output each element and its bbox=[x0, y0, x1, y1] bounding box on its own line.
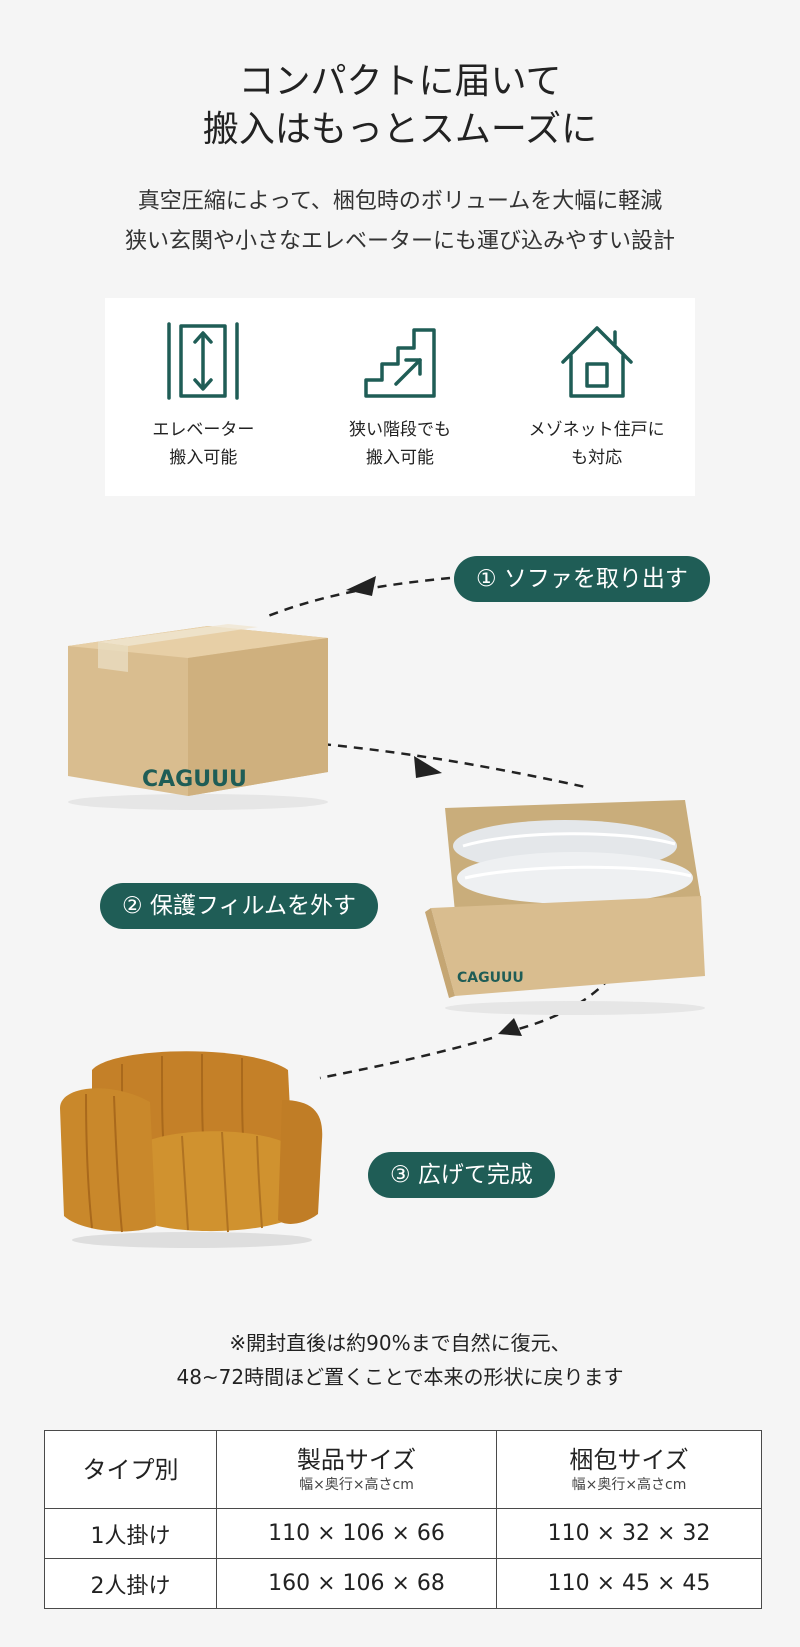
row-2-package-size: 110 × 45 × 45 bbox=[496, 1558, 762, 1609]
house-icon bbox=[560, 326, 633, 398]
headline-line-2: 搬入はもっとスムーズに bbox=[202, 109, 598, 150]
stairs-icon bbox=[364, 328, 436, 398]
header-package-size: 梱包サイズ 幅×奥行×高さcm bbox=[496, 1430, 762, 1509]
row-1-product-size: 110 × 106 × 66 bbox=[216, 1508, 497, 1559]
feature-elevator-line-2: 搬入可能 bbox=[169, 448, 238, 468]
closed-box-logo: CAGUUU bbox=[142, 767, 247, 792]
open-box-logo: CAGUUU bbox=[457, 970, 524, 986]
size-table-header-row: タイプ別 製品サイズ 幅×奥行×高さcm 梱包サイズ 幅×奥行×高さcm bbox=[44, 1430, 762, 1509]
feature-stairs-line-1: 狭い階段でも bbox=[348, 420, 451, 440]
header-package-label: 梱包サイズ bbox=[569, 1445, 689, 1474]
recovery-note-line-1: ※開封直後は約90%まで自然に復元、 bbox=[229, 1331, 571, 1355]
closed-box-illustration: CAGUUU bbox=[68, 624, 328, 810]
table-row: 2人掛け 160 × 106 × 68 110 × 45 × 45 bbox=[44, 1558, 762, 1609]
step-1-badge: ① ソファを取り出す bbox=[454, 556, 710, 602]
feature-maisonette-line-1: メゾネット住戸に bbox=[528, 420, 665, 440]
recovery-note-line-2: 48~72時間ほど置くことで本来の形状に戻ります bbox=[176, 1365, 624, 1389]
subheadline: 真空圧縮によって、梱包時のボリュームを大幅に軽減 狭い玄関や小さなエレベーターに… bbox=[0, 182, 800, 262]
header-package-unit: 幅×奥行×高さcm bbox=[571, 1476, 687, 1493]
header-type-label: タイプ別 bbox=[82, 1455, 179, 1484]
flow-arrows bbox=[267, 576, 611, 1080]
feature-stairs: 狭い階段でも 搬入可能 bbox=[305, 320, 495, 472]
feature-maisonette-line-2: も対応 bbox=[571, 448, 623, 468]
feature-elevator-line-1: エレベーター bbox=[152, 420, 255, 440]
header-product-unit: 幅×奥行×高さcm bbox=[299, 1476, 414, 1493]
row-1-type: 1人掛け bbox=[44, 1508, 217, 1559]
headline-line-1: コンパクトに届いて bbox=[238, 61, 562, 102]
recovery-note: ※開封直後は約90%まで自然に復元、 48~72時間ほど置くことで本来の形状に戻… bbox=[0, 1326, 800, 1394]
size-table: タイプ別 製品サイズ 幅×奥行×高さcm 梱包サイズ 幅×奥行×高さcm 1人掛… bbox=[44, 1430, 762, 1609]
step-3-badge: ③ 広げて完成 bbox=[368, 1152, 555, 1198]
table-row: 1人掛け 110 × 106 × 66 110 × 32 × 32 bbox=[44, 1508, 762, 1559]
row-2-product-size: 160 × 106 × 68 bbox=[216, 1558, 497, 1609]
subheadline-line-2: 狭い玄関や小さなエレベーターにも運び込みやすい設計 bbox=[124, 229, 675, 254]
elevator-icon bbox=[167, 322, 240, 400]
row-2-type: 2人掛け bbox=[44, 1558, 217, 1609]
feature-maisonette: メゾネット住戸に も対応 bbox=[502, 320, 692, 472]
header-product-label: 製品サイズ bbox=[296, 1445, 417, 1474]
step-2-badge: ② 保護フィルムを外す bbox=[100, 883, 379, 929]
subheadline-line-1: 真空圧縮によって、梱包時のボリュームを大幅に軽減 bbox=[137, 189, 663, 214]
header-type: タイプ別 bbox=[44, 1430, 217, 1509]
headline: コンパクトに届いて 搬入はもっとスムーズに bbox=[0, 58, 800, 154]
feature-strip: エレベーター 搬入可能 狭い階段でも 搬入可能 bbox=[105, 298, 695, 496]
sofa-chair-illustration bbox=[60, 1051, 323, 1248]
open-box-illustration: CAGUUU bbox=[425, 800, 705, 1015]
feature-stairs-line-2: 搬入可能 bbox=[365, 448, 434, 468]
header-product-size: 製品サイズ 幅×奥行×高さcm bbox=[216, 1430, 497, 1509]
feature-elevator: エレベーター 搬入可能 bbox=[108, 320, 298, 472]
row-1-package-size: 110 × 32 × 32 bbox=[496, 1508, 762, 1559]
